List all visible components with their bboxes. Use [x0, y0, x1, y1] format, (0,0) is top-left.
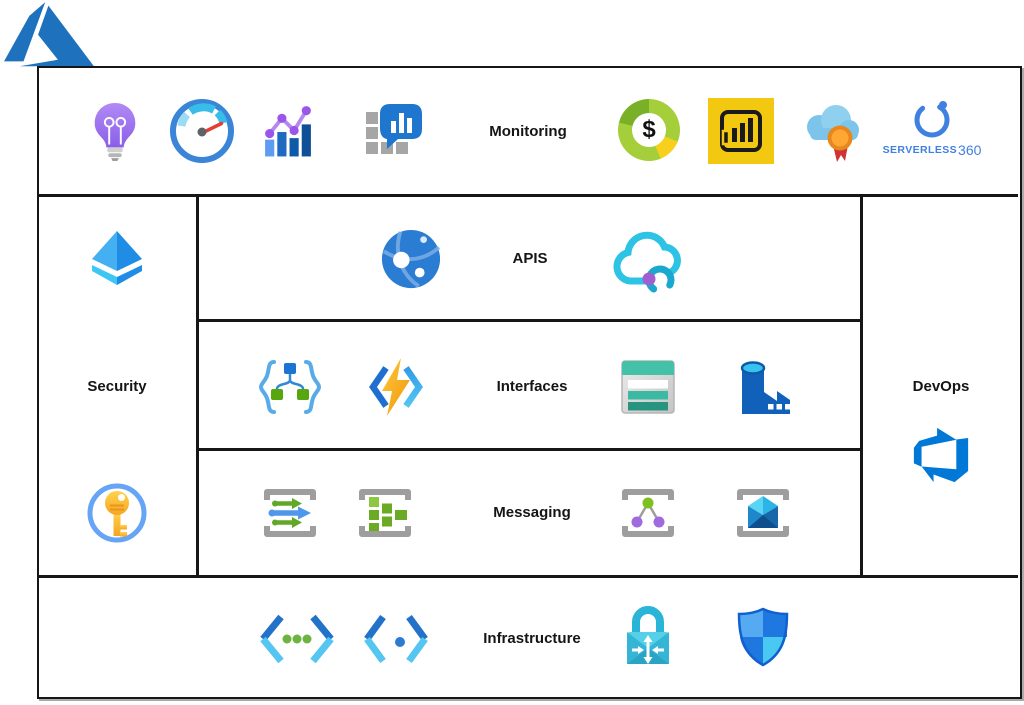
private-link-lock-icon — [619, 604, 677, 670]
interfaces-label: Interfaces — [496, 378, 568, 395]
app-service-globe-icon — [380, 228, 442, 290]
divider-apis — [196, 319, 862, 322]
serverless360-number: 360 — [958, 142, 982, 158]
devops-label: DevOps — [912, 378, 970, 395]
divider-security — [196, 194, 199, 577]
divider-devops — [860, 194, 863, 577]
event-grid-icon — [617, 484, 679, 542]
infrastructure-label: Infrastructure — [483, 630, 581, 647]
pyramid-icon — [84, 227, 150, 289]
divider-interfaces — [196, 448, 862, 451]
connector-table-icon — [619, 358, 677, 416]
messaging-label: Messaging — [493, 504, 571, 521]
diagram-frame — [37, 66, 1022, 699]
apis-label: APIS — [512, 250, 548, 267]
log-analytics-icon — [362, 102, 424, 160]
security-label: Security — [87, 378, 147, 395]
serverless360-word: SERVERLESS — [882, 144, 958, 156]
cloud-certificate-icon — [798, 100, 864, 162]
defender-shield-icon — [735, 606, 791, 668]
gauge-icon — [168, 97, 236, 165]
queue-storage-icon — [732, 484, 794, 542]
azure-logo-icon — [4, 2, 94, 74]
bar-line-chart-icon — [259, 103, 317, 158]
lightbulb-icon — [86, 100, 144, 162]
code-dots-icon — [259, 611, 335, 667]
monitoring-label: Monitoring — [489, 123, 567, 140]
dollar-symbol: $ — [642, 116, 656, 143]
event-hubs-icon — [354, 484, 416, 542]
logic-apps-icon — [257, 357, 323, 417]
cost-donut-icon: $ — [618, 99, 680, 161]
api-management-cloud-icon — [608, 222, 688, 300]
data-factory-icon — [734, 356, 796, 418]
functions-icon — [365, 357, 427, 417]
power-bi-icon — [708, 98, 774, 164]
service-bus-icon — [259, 484, 321, 542]
azure-devops-icon — [910, 424, 972, 486]
divider-infrastructure — [37, 575, 1018, 578]
code-dot-icon — [363, 611, 429, 667]
divider-monitoring — [37, 194, 1018, 197]
serverless360-ring-icon — [914, 101, 950, 138]
key-vault-icon — [85, 481, 149, 545]
